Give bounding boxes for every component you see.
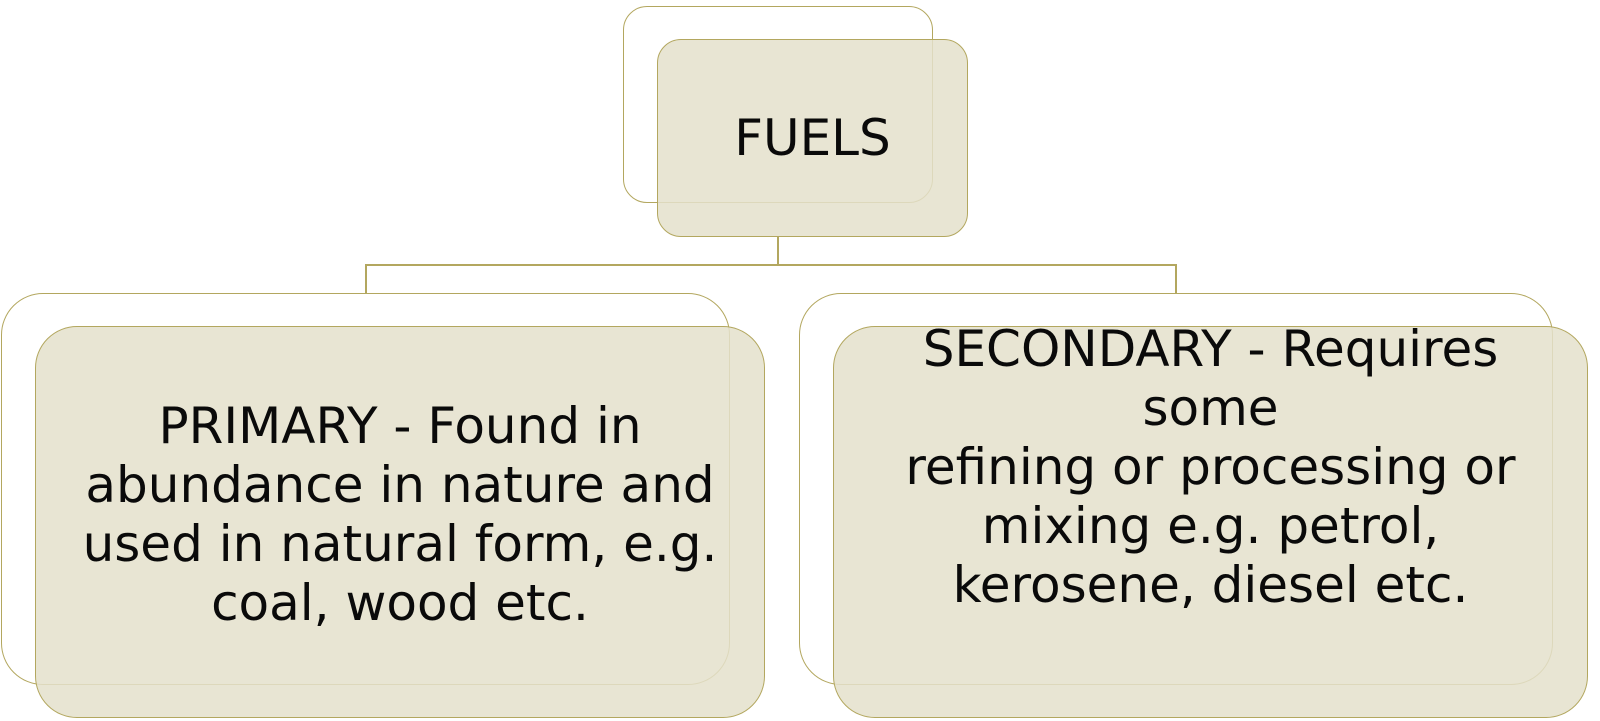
primary-node-label: PRIMARY - Found in abundance in nature a… [82,396,718,632]
secondary-node: SECONDARY - Requires some refining or pr… [833,320,1588,718]
connector-to-secondary [1175,264,1177,294]
primary-node: PRIMARY - Found in abundance in nature a… [35,326,765,718]
connector-to-primary [365,264,367,294]
secondary-node-label: SECONDARY - Requires some refining or pr… [905,319,1516,614]
root-node: FUELS [657,39,968,237]
root-node-label: FUELS [734,109,891,167]
connector-horizontal-bar [365,264,1177,266]
connector-root-stem [777,237,779,265]
